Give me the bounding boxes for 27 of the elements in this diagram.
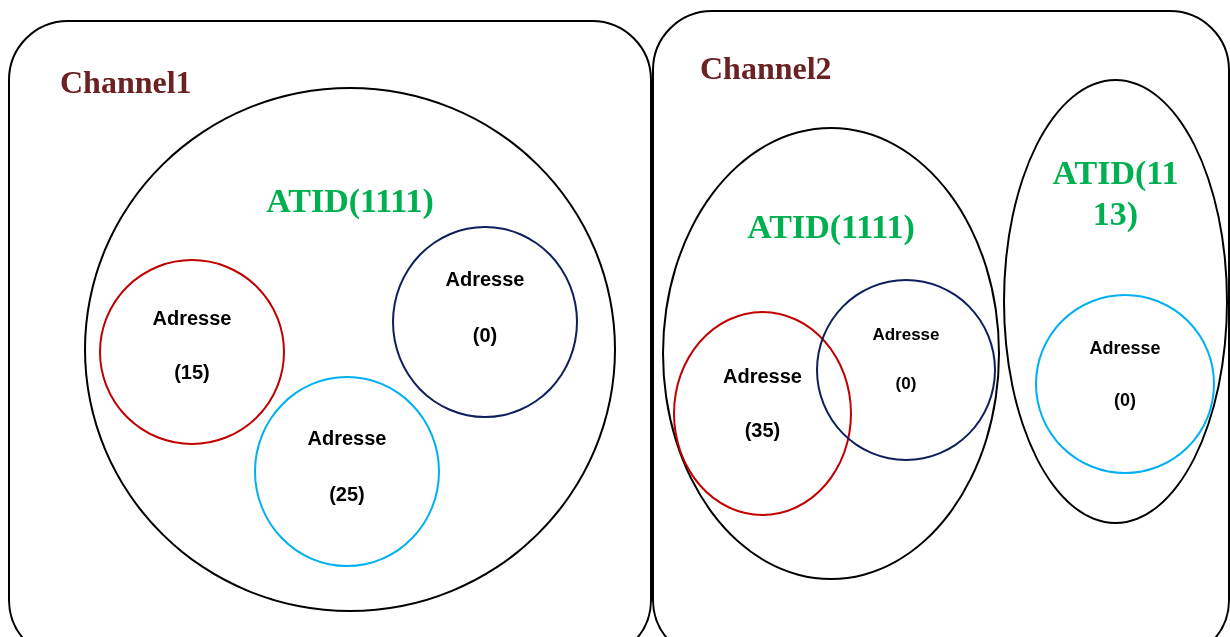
address-label: (0) — [895, 375, 917, 392]
address-label: (25) — [329, 483, 365, 504]
address-circle — [254, 376, 440, 567]
group-label: ATID(1111) — [747, 207, 915, 247]
address-label: (0) — [1114, 391, 1136, 409]
group-ellipse — [662, 127, 1000, 580]
address-label: Adresse — [723, 365, 802, 386]
address-circle — [392, 226, 578, 418]
address-circle — [673, 311, 852, 516]
address-label: Adresse — [307, 427, 387, 448]
address-label: (0) — [472, 325, 498, 345]
address-label: (35) — [744, 419, 781, 440]
group-ellipse — [1003, 79, 1228, 524]
channel-title: Channel2 — [700, 52, 832, 84]
group-label: ATID(1113) — [1051, 153, 1180, 234]
group-label: ATID(1111) — [266, 181, 434, 221]
address-label: Adresse — [1089, 339, 1161, 357]
address-label: (15) — [174, 362, 210, 382]
channel-panel — [652, 10, 1230, 637]
address-label: Adresse — [445, 269, 525, 289]
channel-panel — [8, 20, 652, 637]
channel-title: Channel1 — [60, 66, 192, 98]
address-circle — [816, 279, 996, 461]
address-circle — [1035, 294, 1215, 474]
address-label: Adresse — [872, 326, 940, 343]
address-circle — [99, 259, 285, 445]
address-label: Adresse — [152, 308, 232, 328]
